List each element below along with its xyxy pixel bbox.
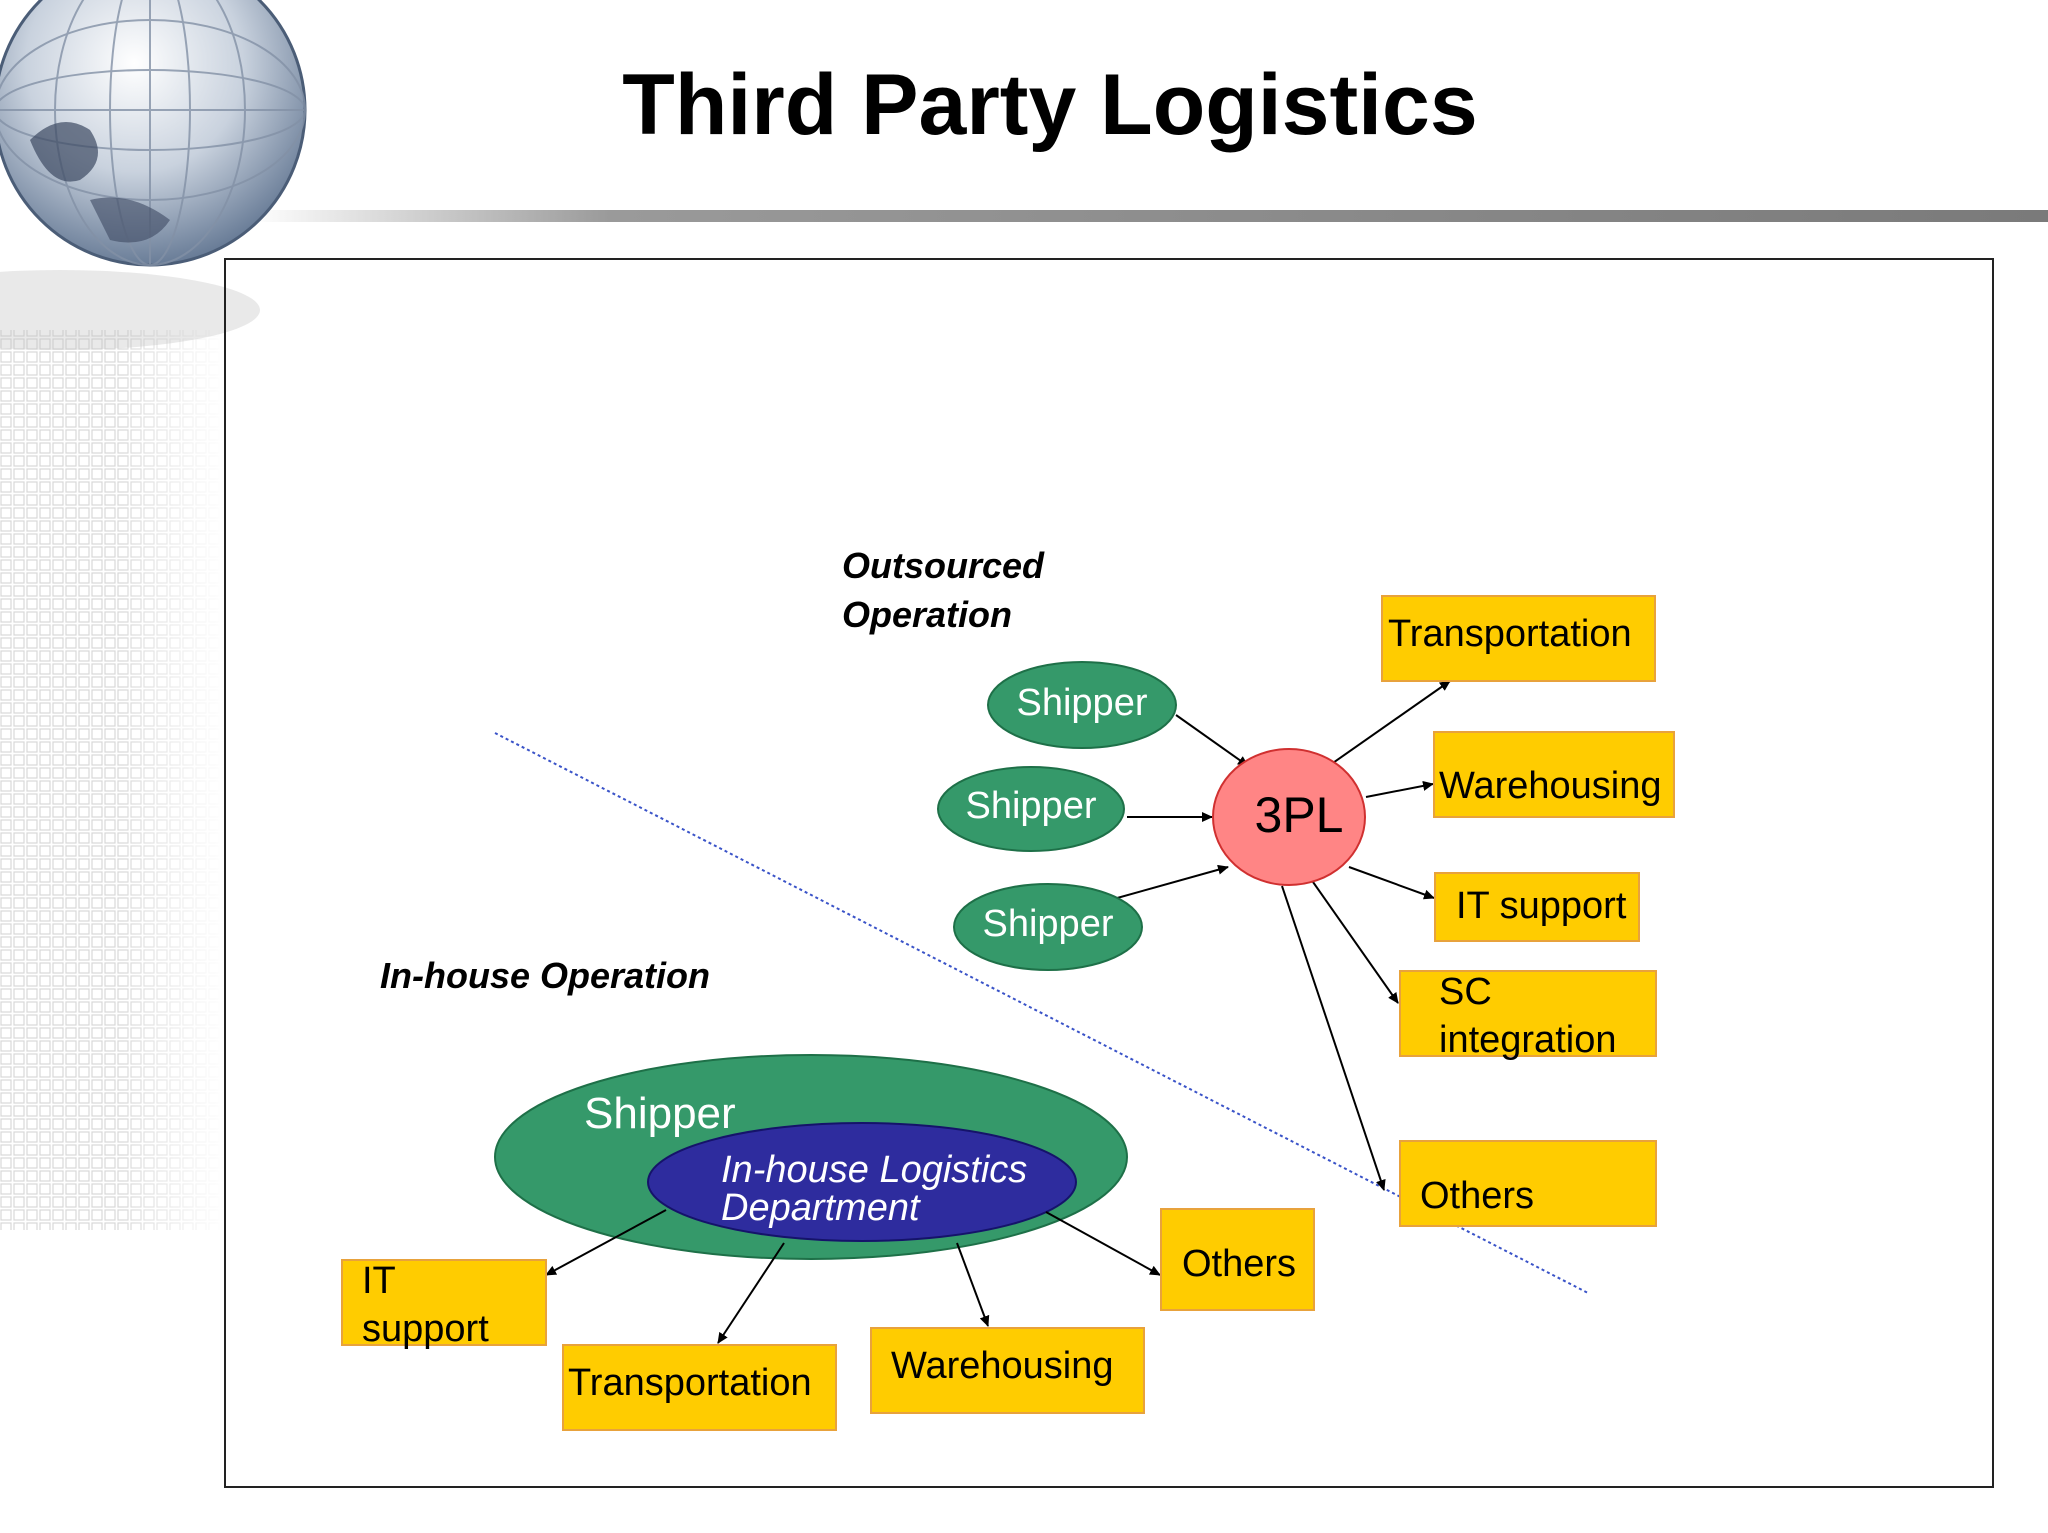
arrow-dept-to-it-support xyxy=(545,1209,667,1276)
inhouse-it-support-box: IT support xyxy=(341,1259,547,1350)
third-party-provider-label: 3PL xyxy=(1255,787,1344,843)
arrow-dept-to-others xyxy=(1045,1211,1161,1276)
arrow-shipper3-to-3pl xyxy=(1109,864,1229,901)
divider-line xyxy=(494,732,1589,1294)
arrow-shipper1-to-3pl xyxy=(1175,714,1249,767)
outsourced-it-support-label: IT support xyxy=(1456,885,1627,927)
inhouse-warehousing-label: Warehousing xyxy=(891,1345,1114,1387)
arrow-3pl-to-it-support xyxy=(1348,866,1435,900)
outsourced-sc-integration-line1: SC xyxy=(1439,971,1492,1013)
inhouse-it-support-line1: IT xyxy=(362,1260,396,1302)
outsourced-others-label: Others xyxy=(1420,1175,1534,1217)
outsourced-transportation-label: Transportation xyxy=(1388,613,1632,655)
outsourced-shipper-1-label: Shipper xyxy=(1017,682,1148,724)
diagram-frame xyxy=(224,258,1994,1488)
arrow-3pl-to-transportation xyxy=(1329,680,1451,766)
outsourced-label-line2: Operation xyxy=(842,594,1012,635)
third-party-provider-node: 3PL xyxy=(1212,748,1366,886)
outsourced-transportation-box: Transportation xyxy=(1381,595,1656,682)
inhouse-transportation-label: Transportation xyxy=(568,1362,812,1404)
outsourced-sc-integration-line2: integration xyxy=(1439,1019,1616,1061)
inhouse-department-line1: In-house Logistics xyxy=(721,1149,1027,1191)
outsourced-shipper-3: Shipper xyxy=(953,883,1143,971)
globe-icon xyxy=(0,0,307,350)
outsourced-shipper-2: Shipper xyxy=(937,766,1125,852)
slide-title: Third Party Logistics xyxy=(622,57,1478,153)
outsourced-warehousing-box: Warehousing xyxy=(1433,731,1675,818)
header-bar xyxy=(250,210,2048,222)
arrow-3pl-to-others xyxy=(1281,885,1386,1191)
arrow-dept-to-transportation xyxy=(717,1242,785,1344)
outsourced-label-line1: Outsourced xyxy=(842,545,1045,586)
arrow-3pl-to-warehousing xyxy=(1365,780,1434,798)
outsourced-sc-integration-box: SC integration xyxy=(1399,970,1657,1061)
inhouse-department-line2: Department xyxy=(721,1187,921,1229)
outsourced-shipper-3-label: Shipper xyxy=(983,903,1114,945)
inhouse-shipper-label: Shipper xyxy=(584,1089,736,1138)
outsourced-others-box: Others xyxy=(1399,1140,1657,1227)
inhouse-warehousing-box: Warehousing xyxy=(870,1327,1145,1414)
inhouse-label: In-house Operation xyxy=(380,955,710,996)
outsourced-shipper-1: Shipper xyxy=(987,661,1177,749)
arrow-3pl-to-sc-integration xyxy=(1312,881,1399,1004)
inhouse-others-box: Others xyxy=(1160,1208,1315,1311)
outsourced-it-support-box: IT support xyxy=(1434,872,1640,942)
inhouse-others-label: Others xyxy=(1182,1243,1296,1285)
outsourced-shipper-2-label: Shipper xyxy=(966,785,1097,827)
arrow-dept-to-warehousing xyxy=(956,1242,990,1327)
inhouse-it-support-line2: support xyxy=(362,1308,489,1350)
inhouse-transportation-box: Transportation xyxy=(562,1344,837,1431)
outsourced-warehousing-label: Warehousing xyxy=(1439,765,1662,807)
inhouse-logistics-department: In-house Logistics Department xyxy=(647,1122,1077,1242)
